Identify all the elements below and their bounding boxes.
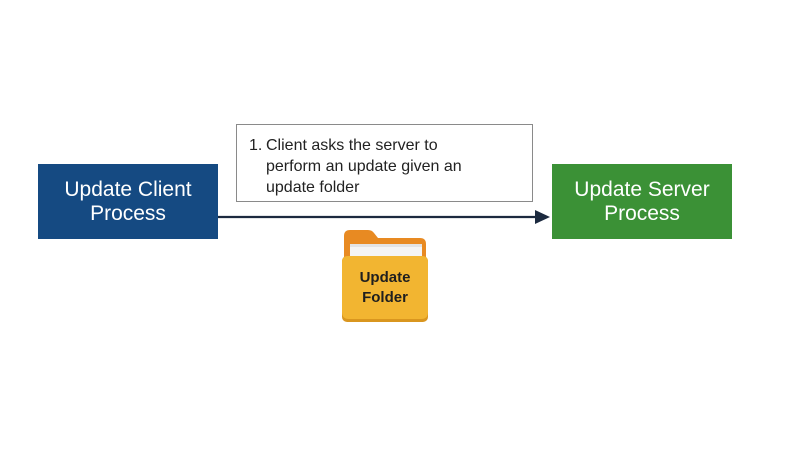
update-server-process-box: Update Server Process [552, 164, 732, 239]
step-number: 1. [249, 137, 263, 154]
request-arrow [218, 210, 550, 224]
step-text: Client asks the server to perform an upd… [266, 137, 462, 196]
update-server-process-label: Update Server Process [574, 177, 710, 225]
step-description-box: 1. Client asks the server to perform an … [236, 124, 533, 202]
folder-label: Update Folder [359, 269, 411, 306]
update-client-process-box: Update Client Process [38, 164, 218, 239]
update-client-process-label: Update Client Process [64, 177, 192, 225]
arrowhead [535, 210, 550, 224]
folder-icon [342, 230, 428, 322]
